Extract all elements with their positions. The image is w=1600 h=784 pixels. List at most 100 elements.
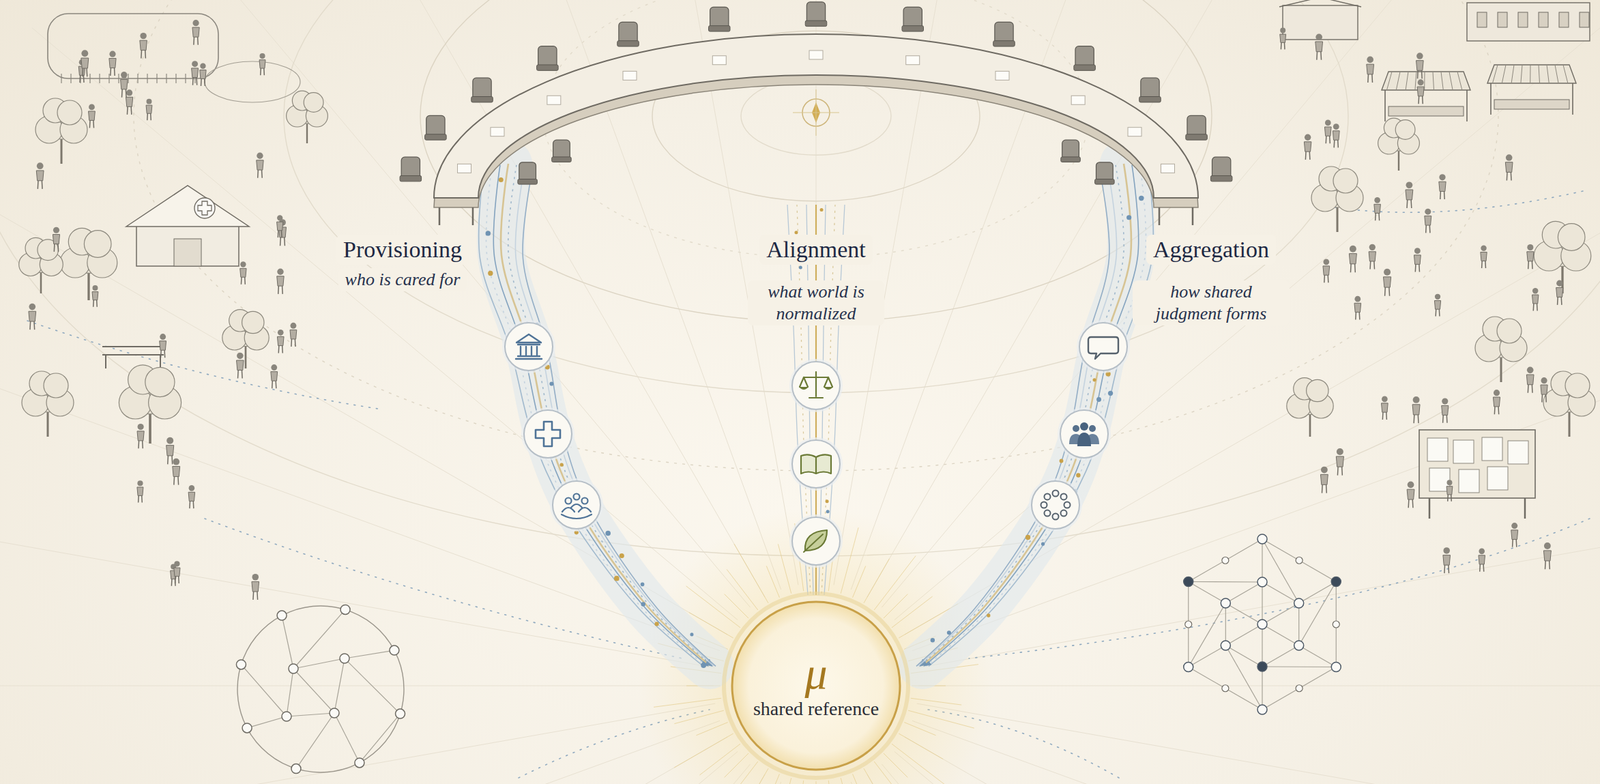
illustration-line xyxy=(1415,71,1417,91)
person-figure xyxy=(1511,522,1519,548)
illustration-path xyxy=(188,491,196,501)
illustration-line xyxy=(891,743,946,784)
illustration-circle xyxy=(1075,472,1081,477)
illustration-line xyxy=(852,773,866,784)
person-figure xyxy=(259,53,266,76)
illustration-line xyxy=(1225,645,1263,710)
illustration-path xyxy=(79,75,84,83)
illustration-circle xyxy=(1052,490,1059,497)
illustration-line xyxy=(796,780,804,784)
illustration-line xyxy=(1492,64,1499,84)
person-figure xyxy=(1441,397,1449,423)
illustration-path xyxy=(1280,42,1285,50)
illustration-line xyxy=(1432,71,1435,91)
illustration-path xyxy=(1556,287,1564,297)
illustration-line xyxy=(0,736,728,784)
illustration-circle xyxy=(1374,197,1381,204)
chair-sketch xyxy=(1060,139,1081,162)
illustration-rect xyxy=(1559,12,1569,28)
illustration-line xyxy=(1225,645,1263,667)
illustration-path xyxy=(1324,126,1332,136)
illustration-path xyxy=(238,370,243,379)
illustration-circle xyxy=(1416,52,1424,60)
illustration-path xyxy=(1350,264,1356,273)
illustration-circle xyxy=(354,758,365,768)
illustration-circle xyxy=(1079,322,1128,371)
illustration-line xyxy=(777,543,791,593)
illustration-path xyxy=(173,476,179,485)
person-figure xyxy=(236,352,245,379)
illustration-line xyxy=(184,73,186,84)
building-sketch xyxy=(1279,0,1590,41)
illustration-line xyxy=(1529,64,1531,84)
illustration-rect xyxy=(1497,12,1508,28)
illustration-path xyxy=(1324,274,1329,283)
chair-sketch xyxy=(1185,115,1208,140)
illustration-path xyxy=(486,166,706,666)
illustration-circle xyxy=(565,498,572,505)
illustration-rect xyxy=(547,95,561,105)
illustration-circle xyxy=(237,605,404,773)
illustration-line xyxy=(1457,71,1463,91)
illustration-line xyxy=(118,73,119,84)
person-figure xyxy=(240,261,247,284)
illustration-circle xyxy=(28,303,36,311)
illustration-path xyxy=(146,105,153,114)
illustration-path xyxy=(922,163,1132,666)
illustration-circle xyxy=(1526,244,1534,251)
illustration-line xyxy=(0,685,714,687)
illustration-line xyxy=(874,556,916,610)
illustration-path xyxy=(53,243,58,252)
illustration-circle xyxy=(640,582,645,587)
illustration-ellipse xyxy=(740,77,892,155)
illustration-circle xyxy=(487,270,493,276)
illustration-rect xyxy=(1419,429,1536,499)
illustration-path xyxy=(1434,300,1441,310)
person-figure xyxy=(1434,294,1441,317)
illustration-circle xyxy=(794,230,798,235)
illustration-line xyxy=(293,609,346,669)
illustration-circle xyxy=(1126,214,1132,220)
illustration-path xyxy=(1526,374,1534,385)
illustration-path xyxy=(1366,64,1375,75)
illustration-circle xyxy=(1257,577,1268,587)
illustration-circle xyxy=(1064,502,1071,509)
illustration-circle xyxy=(789,514,843,568)
illustration-circle xyxy=(1417,79,1424,86)
illustration-circle xyxy=(1544,542,1551,550)
illustration-line xyxy=(874,761,906,784)
illustration-path xyxy=(1492,397,1500,407)
illustration-line xyxy=(734,543,769,604)
illustration-circle xyxy=(137,423,144,430)
person-figure xyxy=(1324,120,1332,144)
illustration-circle xyxy=(1424,208,1431,215)
illustration-circle xyxy=(242,311,265,333)
illustration-path xyxy=(192,27,200,37)
illustration-path xyxy=(1335,456,1344,467)
illustration-circle xyxy=(194,197,215,219)
illustration-path xyxy=(289,329,297,340)
person-figure xyxy=(126,89,134,115)
illustration-line xyxy=(127,73,129,84)
illustration-circle xyxy=(1320,466,1328,474)
illustration-path xyxy=(191,68,199,78)
illustration-line xyxy=(296,713,335,769)
illustration-circle xyxy=(1295,556,1303,564)
illustration-path xyxy=(30,321,35,330)
illustration-circle xyxy=(1076,320,1130,374)
illustration-path xyxy=(92,292,99,301)
illustration-path xyxy=(1088,337,1119,359)
illustration-path xyxy=(193,36,198,46)
illustration-path xyxy=(1305,151,1311,160)
illustration-line xyxy=(699,743,741,776)
person-figure xyxy=(92,285,99,308)
person-figure xyxy=(1492,389,1500,415)
illustration-circle xyxy=(792,517,840,565)
illustration-path xyxy=(922,163,1132,666)
illustration-circle xyxy=(1096,397,1102,402)
illustration-rect xyxy=(712,55,726,65)
illustration-circle xyxy=(1294,598,1304,608)
illustration-path xyxy=(1321,484,1327,493)
illustration-line xyxy=(863,768,898,784)
illustration-circle xyxy=(1366,56,1374,64)
